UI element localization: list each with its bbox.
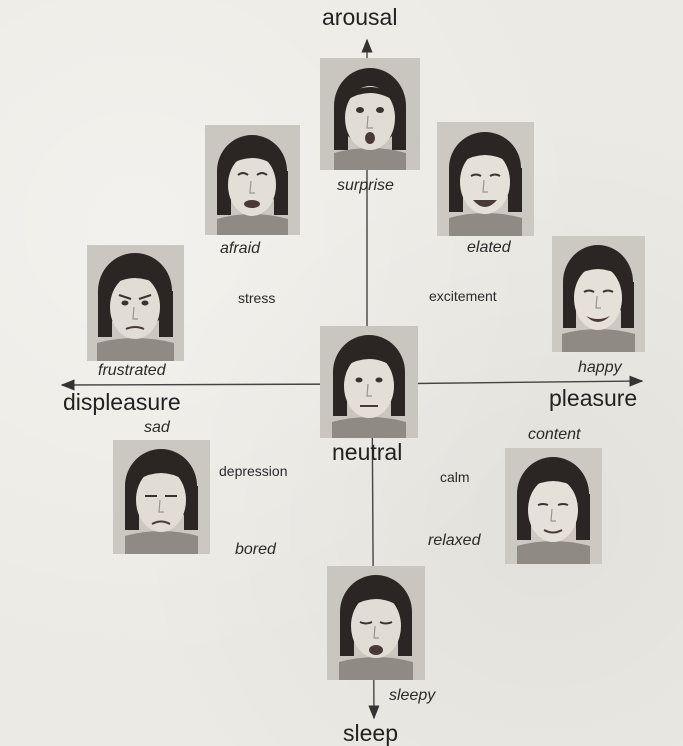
emotion-label-sad: sad [144,420,170,436]
face-photo-surprise [320,58,420,170]
axis-label-pleasure: pleasure [549,387,637,410]
emotion-label-frustrated: frustrated [98,363,166,379]
axis-label-sleep: sleep [343,722,398,745]
face-photo-sleepy [327,566,425,680]
emotion-label-sleepy: sleepy [389,688,435,704]
region-label-calm: calm [440,470,470,484]
face-photo-sad [113,440,210,554]
emotion-label-surprise: surprise [337,178,394,194]
emotion-label-afraid: afraid [220,241,260,257]
axis-label-arousal: arousal [322,6,397,29]
region-label-depression: depression [219,464,288,478]
emotion-label-elated: elated [467,240,511,256]
region-label-excitement: excitement [429,289,497,303]
face-photo-happy [552,236,645,352]
emotion-label-bored: bored [235,542,276,558]
face-photo-afraid [205,125,300,235]
face-photo-frustrated [87,245,184,361]
face-photo-elated [437,122,534,236]
emotion-label-content: content [528,427,580,443]
face-photo-neutral [320,326,418,438]
face-photo-content [505,448,602,564]
emotion-label-relaxed: relaxed [428,533,480,549]
axis-label-displeasure: displeasure [63,391,181,414]
center-label-neutral: neutral [332,441,402,464]
emotion-label-happy: happy [578,360,622,376]
region-label-stress: stress [238,291,275,305]
